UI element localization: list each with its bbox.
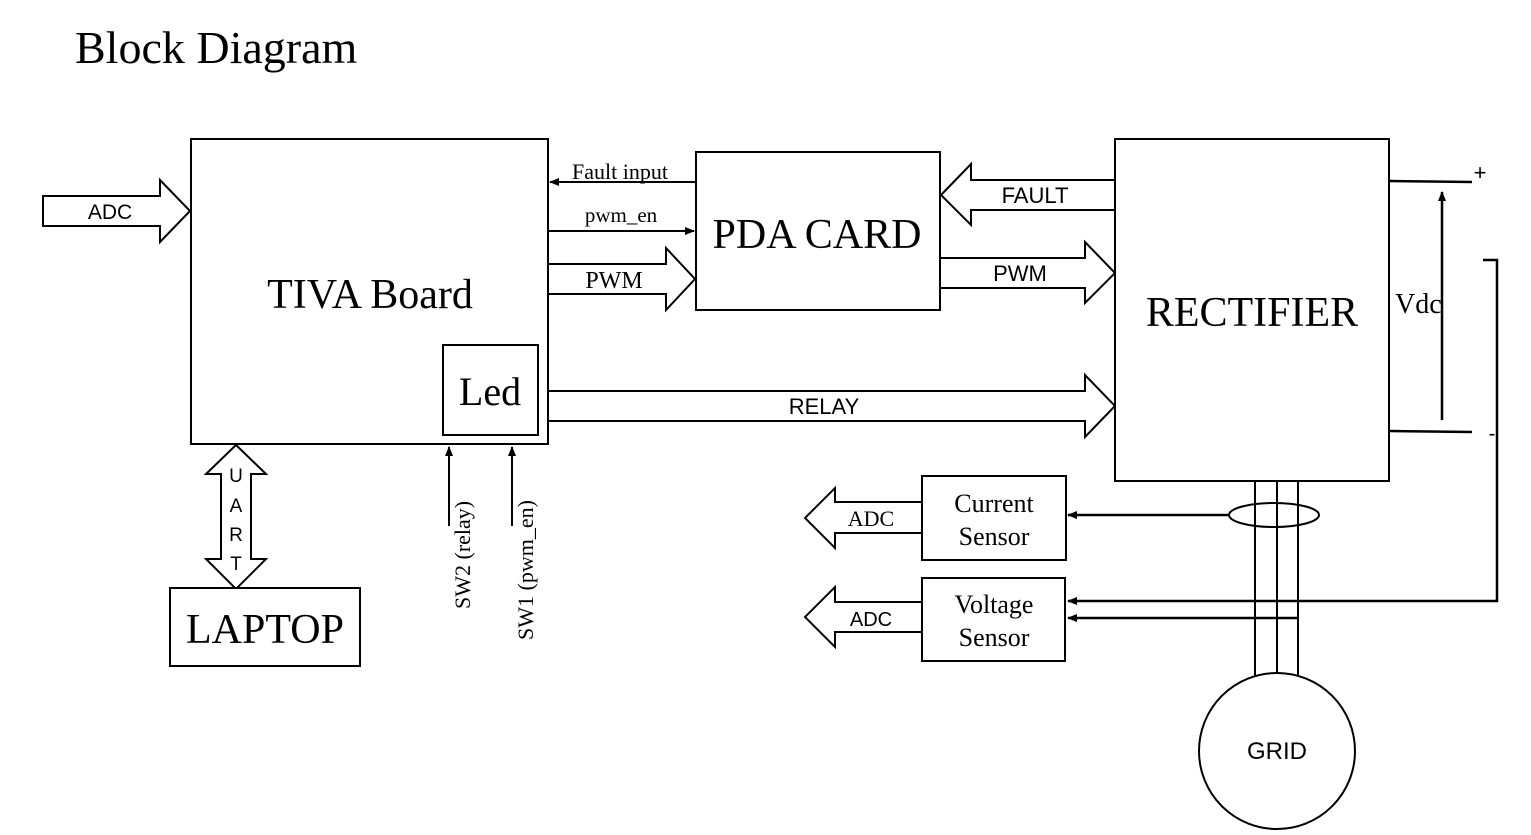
laptop-label: LAPTOP: [186, 607, 344, 653]
current-sensor-block: [921, 475, 1067, 561]
diagram-title: Block Diagram: [75, 22, 358, 73]
led-label: Led: [459, 369, 521, 414]
sw1-label: SW1 (pwm_en): [513, 500, 538, 640]
adc-input-arrow: [42, 177, 192, 245]
minus-label: -: [1489, 423, 1496, 445]
sw2-label: SW2 (relay): [450, 501, 475, 609]
current-sensor-label-line1: Current: [954, 489, 1034, 518]
laptop-block: [169, 587, 361, 667]
relay-label: RELAY: [789, 394, 860, 419]
current-sensor-label-line2: Sensor: [959, 522, 1030, 551]
current-probe-icon: [1228, 502, 1320, 528]
voltage-sensor-block: [921, 577, 1066, 662]
adc-current-arrow: [803, 485, 923, 551]
dc-plus-terminal: [1389, 179, 1473, 184]
uart-label-u: U: [229, 466, 243, 487]
uart-label-t: T: [230, 554, 242, 575]
rectifier-label: RECTIFIER: [1146, 290, 1358, 336]
adc-current-label: ADC: [848, 506, 894, 531]
grid-block: [1198, 672, 1356, 830]
vdc-label: Vdc: [1395, 289, 1442, 320]
pwm-tiva-label: PWM: [585, 268, 642, 294]
voltage-sensor-label-line2: Sensor: [959, 623, 1030, 652]
fault-input-label: Fault input: [572, 159, 668, 184]
rectifier-block: [1114, 138, 1390, 482]
pwm-en-label: pwm_en: [585, 203, 658, 227]
voltage-sensor-label-line1: Voltage: [955, 590, 1034, 619]
adc-voltage-arrow: [803, 584, 923, 650]
fault-label: FAULT: [1002, 183, 1069, 208]
fault-arrow: [939, 161, 1116, 228]
tiva-board-label: TIVA Board: [267, 272, 473, 318]
pda-card-block: [695, 151, 941, 311]
uart-label-r: R: [229, 525, 243, 546]
pwm-pda-label: PWM: [993, 261, 1047, 286]
relay-arrow: [547, 372, 1117, 440]
adc-voltage-label: ADC: [850, 609, 892, 631]
pda-card-label: PDA CARD: [713, 212, 922, 258]
plus-label: +: [1474, 160, 1487, 185]
pwm-pda-to-rectifier-arrow: [939, 239, 1117, 306]
dc-voltage-feedback-line: [1067, 258, 1499, 605]
dc-minus-terminal: [1389, 429, 1473, 434]
adc-input-label: ADC: [88, 201, 132, 224]
pwm-tiva-to-pda-arrow: [547, 245, 697, 313]
uart-label-a: A: [230, 496, 243, 517]
grid-label: GRID: [1247, 738, 1307, 765]
led-block: [442, 344, 539, 436]
